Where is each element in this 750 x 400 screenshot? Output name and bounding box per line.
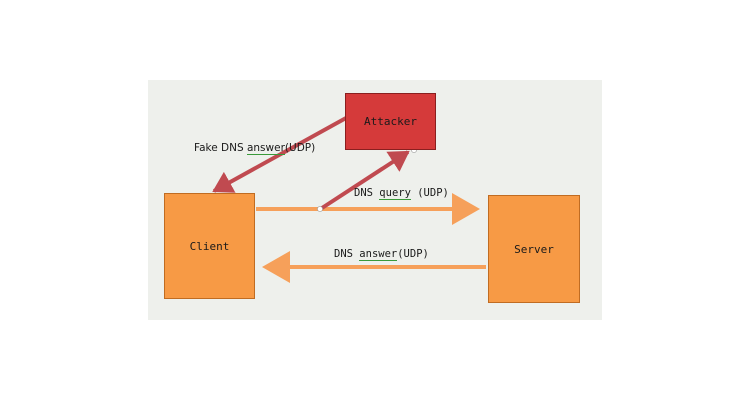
server-label: Server bbox=[514, 242, 554, 256]
attacker-node: Attacker bbox=[345, 93, 436, 150]
fake-answer-label: Fake DNS answer(UDP) bbox=[194, 142, 316, 155]
answer-label-pre: DNS bbox=[334, 248, 360, 260]
query-label-word: query bbox=[379, 187, 411, 200]
query-label: DNS query (UDP) bbox=[354, 187, 449, 200]
fake-answer-label-pre: Fake DNS bbox=[194, 142, 247, 154]
server-node: Server bbox=[488, 195, 580, 303]
answer-label-post: (UDP) bbox=[397, 248, 429, 260]
answer-label: DNS answer(UDP) bbox=[334, 248, 429, 261]
client-node: Client bbox=[164, 193, 255, 299]
intercept-arrow bbox=[320, 150, 410, 210]
answer-label-word: answer bbox=[359, 248, 398, 261]
query-label-post: (UDP) bbox=[410, 187, 449, 199]
query-label-pre: DNS bbox=[354, 187, 380, 199]
fake-answer-arrow bbox=[212, 116, 347, 193]
client-label: Client bbox=[189, 239, 230, 253]
attacker-label: Attacker bbox=[364, 115, 417, 128]
fake-answer-label-word: answer bbox=[246, 142, 285, 155]
fake-answer-label-post: (UDP) bbox=[284, 142, 316, 154]
intercept-point bbox=[317, 206, 323, 212]
